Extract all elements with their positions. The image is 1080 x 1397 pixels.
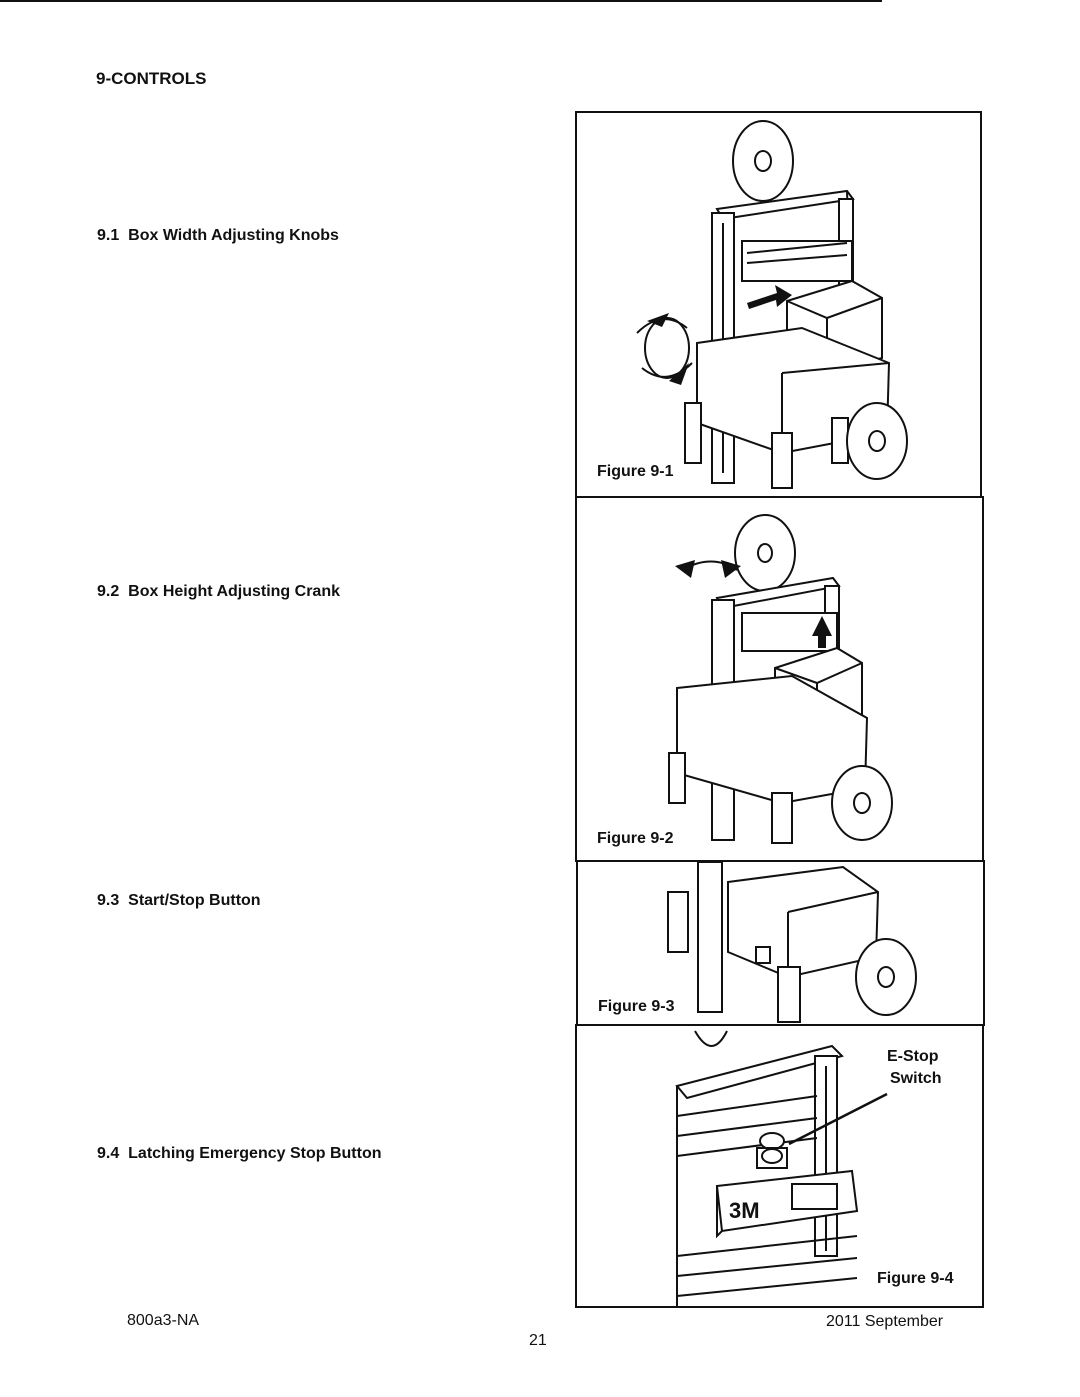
case-sealer-illustration bbox=[668, 514, 893, 844]
case-sealer-illustration bbox=[667, 862, 917, 1023]
figure-9-3: Figure 9-3 bbox=[576, 860, 985, 1026]
section-title-text: Box Height Adjusting Crank bbox=[128, 583, 340, 600]
figure-9-1: Figure 9-1 bbox=[575, 111, 982, 498]
footer-doc-id: 800a3-NA bbox=[127, 1312, 200, 1329]
section-title: 9-CONTROLS bbox=[96, 69, 207, 88]
section-title-text: Box Width Adjusting Knobs bbox=[128, 227, 339, 244]
figure-caption: Figure 9-1 bbox=[597, 463, 674, 480]
case-sealer-illustration bbox=[636, 120, 908, 489]
section-title-text: Latching Emergency Stop Button bbox=[128, 1145, 382, 1162]
section-title-text: Start/Stop Button bbox=[128, 892, 261, 909]
section-9-1-heading: 9.1 Box Width Adjusting Knobs bbox=[97, 227, 339, 245]
callout-label-line1: E-Stop bbox=[887, 1048, 939, 1065]
figure-9-4: 3M E-Stop Switch Figure 9-4 bbox=[575, 1024, 984, 1308]
section-number: 9.4 bbox=[97, 1145, 120, 1162]
page-number: 21 bbox=[529, 1332, 547, 1349]
section-number: 9.3 bbox=[97, 892, 120, 909]
3m-logo: 3M bbox=[729, 1198, 760, 1223]
e-stop-illustration: 3M bbox=[675, 1030, 888, 1306]
figure-9-2: Figure 9-2 bbox=[575, 496, 984, 862]
callout-label-line2: Switch bbox=[890, 1070, 942, 1087]
figure-caption: Figure 9-4 bbox=[877, 1270, 954, 1287]
section-9-4-heading: 9.4 Latching Emergency Stop Button bbox=[97, 1145, 381, 1163]
section-9-2-heading: 9.2 Box Height Adjusting Crank bbox=[97, 583, 340, 601]
footer-date: 2011 September bbox=[826, 1313, 944, 1330]
section-number: 9.1 bbox=[97, 227, 120, 244]
section-9-3-heading: 9.3 Start/Stop Button bbox=[97, 892, 261, 910]
figure-caption: Figure 9-3 bbox=[598, 998, 675, 1015]
section-number: 9.2 bbox=[97, 583, 120, 600]
title-rule bbox=[0, 0, 882, 2]
figure-caption: Figure 9-2 bbox=[597, 830, 674, 847]
